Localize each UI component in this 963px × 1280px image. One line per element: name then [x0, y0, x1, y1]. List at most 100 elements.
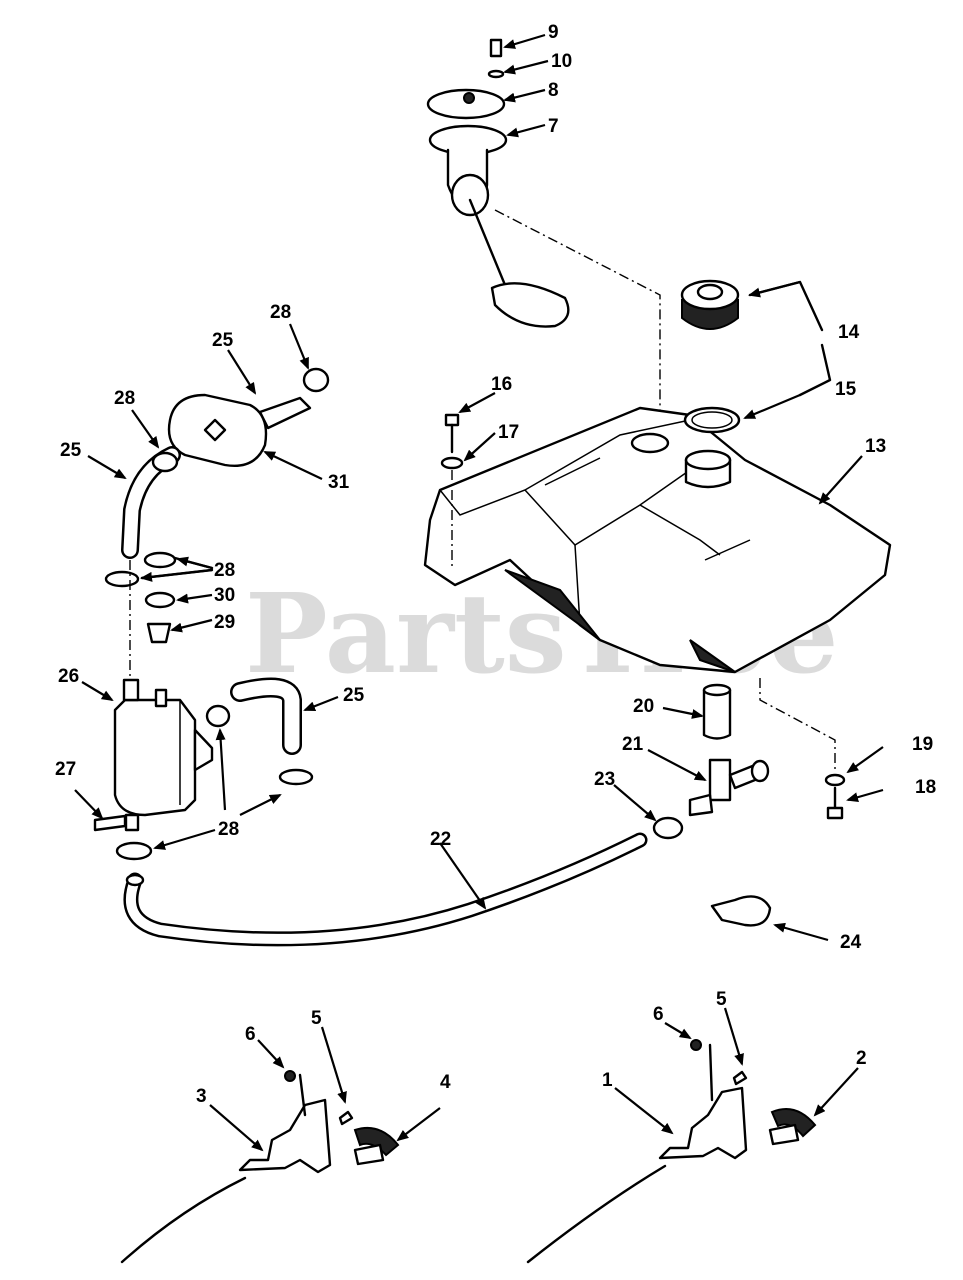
- bracket-3: [238, 1098, 332, 1174]
- callout-28-filter: 28: [114, 388, 135, 409]
- bushing-20-top: [702, 683, 732, 697]
- callout-10: 10: [551, 51, 572, 72]
- outlet-fittings: [652, 683, 770, 840]
- float-arm: [468, 198, 507, 287]
- tank-shadow-right: [689, 639, 736, 673]
- callout-20: 20: [633, 696, 654, 717]
- callout-9: 9: [548, 22, 559, 43]
- clip-24: [710, 895, 772, 927]
- callout-5-right: 5: [716, 989, 727, 1010]
- arrow-30: [176, 593, 213, 604]
- arrow-10: [503, 59, 549, 75]
- filler-neck-rim: [684, 449, 732, 471]
- clamp-28-upper-a: [143, 551, 177, 569]
- callout-6-left: 6: [245, 1024, 256, 1045]
- bracket-1: [658, 1086, 748, 1160]
- nut-6-right: [690, 1039, 702, 1051]
- screw-27: [93, 814, 127, 832]
- callout-3: 3: [196, 1086, 207, 1107]
- screw-9: [489, 38, 503, 58]
- arrow-18: [846, 788, 884, 803]
- pump-body: [113, 698, 197, 817]
- filter-arrow-mark: [203, 418, 227, 442]
- arrow-28-filter: [131, 409, 160, 449]
- pump-tab: [193, 728, 214, 772]
- arrow-29: [170, 618, 213, 633]
- callout-28-pair: 28: [214, 560, 235, 581]
- callout-18: 18: [915, 777, 936, 798]
- arrow-17: [463, 432, 496, 462]
- arrow-3: [209, 1104, 264, 1152]
- clamp-28-bottom: [115, 841, 153, 861]
- callout-13: 13: [865, 436, 886, 457]
- filter-outlet: [258, 396, 312, 430]
- arrow-8: [503, 88, 546, 103]
- arrow-1: [614, 1087, 674, 1135]
- callout-29: 29: [214, 612, 235, 633]
- cap-29: [146, 622, 172, 644]
- knob-4: [353, 1126, 400, 1157]
- knob-4-stem: [353, 1143, 385, 1166]
- bolt-18-head: [826, 806, 844, 820]
- clamp-28-upper-b: [104, 570, 140, 588]
- arrow-25-left: [87, 455, 127, 480]
- leader-lines: [74, 33, 884, 1152]
- control-assembly-right: [526, 1039, 817, 1264]
- tank-recess-floor: [639, 504, 721, 556]
- fuel-line-22: [123, 832, 648, 947]
- callout-14: 14: [838, 322, 860, 343]
- callout-27: 27: [55, 759, 76, 780]
- tank-slot-2: [704, 539, 751, 561]
- callout-23: 23: [594, 769, 615, 790]
- tee-21-cap: [750, 759, 770, 783]
- callout-4: 4: [440, 1072, 451, 1093]
- fuel-tank: [423, 406, 892, 674]
- tank-body: [423, 406, 892, 674]
- tee-21-body: [708, 758, 732, 802]
- sender-opening: [630, 432, 670, 454]
- nut-6-left: [284, 1070, 296, 1082]
- arrow-25-elbow: [303, 695, 339, 712]
- arrow-5-left: [320, 1026, 347, 1104]
- screw-5-right: [732, 1070, 748, 1086]
- tank-slot-1: [544, 457, 601, 486]
- fuel-cap-vent: [696, 283, 724, 301]
- sender-float-housing: [450, 173, 490, 217]
- callout-6-right: 6: [653, 1004, 664, 1025]
- clamp-28-elbow: [278, 768, 314, 786]
- clamp-28-filter: [151, 451, 179, 473]
- callout-22: 22: [430, 829, 451, 850]
- arrow-28-pair-a: [176, 556, 213, 570]
- arrow-28-bottom: [153, 828, 216, 850]
- arrow-23: [613, 784, 657, 822]
- callout-7: 7: [548, 116, 559, 137]
- clamp-28-top: [302, 367, 330, 393]
- clamp-23: [652, 816, 684, 840]
- cap-gasket-inner: [691, 411, 733, 429]
- arrow-5-right: [723, 1007, 744, 1066]
- callout-28-top: 28: [270, 302, 291, 323]
- arrow-6-right: [664, 1022, 692, 1040]
- callout-15: 15: [835, 379, 857, 400]
- pump-nipple: [154, 688, 168, 708]
- arrow-4: [396, 1107, 441, 1142]
- sender-alignment-line: [494, 209, 661, 420]
- callout-21: 21: [622, 734, 644, 755]
- callout-2: 2: [856, 1048, 867, 1069]
- arrow-28-elbow: [239, 794, 282, 816]
- arrow-14: [748, 280, 801, 298]
- arrow-26: [81, 681, 114, 702]
- washer-19: [824, 773, 846, 787]
- callout-19: 19: [912, 734, 933, 755]
- callout-16: 16: [491, 374, 512, 395]
- arrow-27: [74, 789, 104, 820]
- screw-5-left: [338, 1110, 354, 1126]
- arrow-7: [506, 123, 546, 138]
- nut-6-left-line: [298, 1073, 307, 1117]
- fuel-filter-assembly: [104, 367, 330, 680]
- fuel-cap-assembly: [680, 279, 741, 434]
- arrow-28-pump: [215, 728, 227, 811]
- arrow-13: [818, 455, 863, 505]
- arrow-22: [439, 842, 487, 910]
